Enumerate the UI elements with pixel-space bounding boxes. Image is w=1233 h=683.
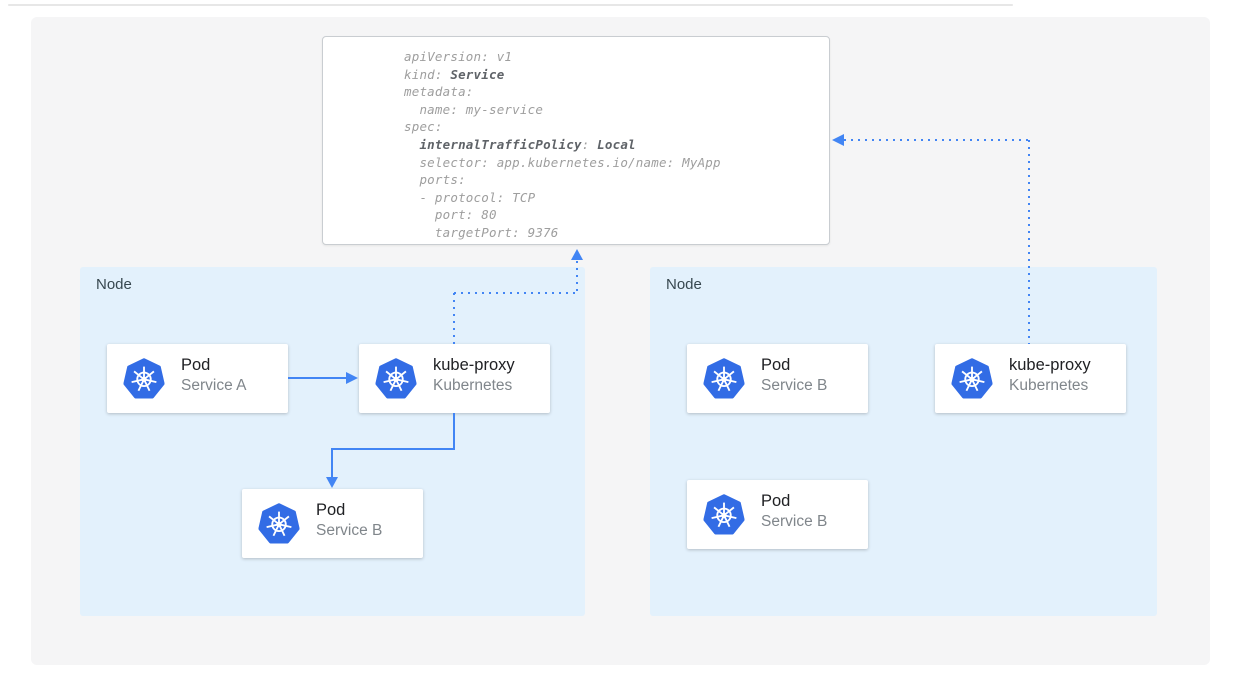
- yaml-line: - protocol: TCP: [404, 189, 819, 207]
- arrow-kubeproxy-to-pod-seg1: [453, 413, 455, 450]
- dotted-link-left-seg1: [453, 293, 455, 344]
- top-divider: [8, 4, 1013, 6]
- yaml-line: port: 80: [404, 206, 819, 224]
- yaml-text: [404, 137, 419, 152]
- yaml-text: targetPort: 9376: [404, 224, 559, 240]
- node-label: Node: [666, 276, 702, 293]
- yaml-text: spec:: [404, 119, 443, 135]
- kubernetes-icon: [258, 503, 300, 544]
- kube-proxy-card-right: kube-proxy Kubernetes: [935, 344, 1126, 413]
- node-label: Node: [96, 276, 132, 293]
- yaml-line: selector: app.kubernetes.io/name: MyApp: [404, 154, 819, 172]
- node-box-left: Node: [80, 267, 585, 616]
- card-subtitle: Kubernetes: [433, 377, 513, 394]
- card-title: Pod: [316, 501, 346, 519]
- arrowhead-right-icon: [346, 372, 358, 384]
- yaml-text-bold: Service: [450, 66, 505, 82]
- yaml-text-bold: Local: [597, 136, 636, 152]
- kubernetes-icon: [123, 358, 165, 399]
- arrowhead-left-icon: [832, 134, 844, 146]
- dotted-link-left-seg2: [454, 292, 578, 294]
- yaml-line: spec:: [404, 118, 819, 136]
- node-box-right: Node: [650, 267, 1157, 616]
- yaml-line: kind: Service: [404, 66, 819, 84]
- service-yaml-box: apiVersion: v1 kind: Service metadata: n…: [322, 36, 830, 245]
- pod-card-service-b-right-2: Pod Service B: [687, 480, 868, 549]
- card-title: kube-proxy: [433, 356, 515, 374]
- arrowhead-up-icon: [571, 249, 583, 260]
- dotted-link-right-seg1: [1028, 140, 1030, 344]
- kubernetes-icon: [951, 358, 993, 399]
- pod-card-service-b-left: Pod Service B: [242, 489, 423, 558]
- yaml-line: apiVersion: v1: [404, 48, 819, 66]
- card-title: kube-proxy: [1009, 356, 1091, 374]
- yaml-text: apiVersion: v1: [404, 49, 513, 64]
- pod-card-service-a: Pod Service A: [107, 344, 288, 413]
- arrow-kubeproxy-to-pod-seg2: [331, 448, 455, 450]
- yaml-text-bold: internalTrafficPolicy: [419, 136, 582, 152]
- card-title: Pod: [761, 492, 791, 510]
- kubernetes-icon: [703, 358, 745, 399]
- yaml-text: port: 80: [404, 207, 497, 223]
- card-subtitle: Service B: [761, 377, 828, 394]
- kube-proxy-card-left: kube-proxy Kubernetes: [359, 344, 550, 413]
- yaml-text: ports:: [404, 172, 466, 188]
- card-subtitle: Service A: [181, 377, 247, 394]
- yaml-line: internalTrafficPolicy: Local: [404, 136, 819, 154]
- dotted-link-left-seg3: [576, 261, 578, 293]
- yaml-line: ports:: [404, 171, 819, 189]
- card-title: Pod: [761, 356, 791, 374]
- yaml-text: selector: app.kubernetes.io/name: MyApp: [404, 154, 721, 170]
- yaml-line: name: my-service: [404, 101, 819, 119]
- kubernetes-icon: [703, 494, 745, 535]
- yaml-text: metadata:: [404, 84, 474, 100]
- yaml-text: name: my-service: [404, 101, 544, 117]
- kubernetes-icon: [375, 358, 417, 399]
- arrowhead-down-icon: [326, 477, 338, 488]
- card-title: Pod: [181, 356, 211, 374]
- dotted-link-right-seg2: [844, 139, 1029, 141]
- card-subtitle: Service B: [761, 513, 828, 530]
- arrow-kubeproxy-to-pod-seg3: [331, 448, 333, 478]
- arrow-pod-to-kubeproxy: [288, 377, 347, 379]
- yaml-line: metadata:: [404, 83, 819, 101]
- yaml-text: kind:: [404, 66, 451, 82]
- card-subtitle: Kubernetes: [1009, 377, 1089, 394]
- pod-card-service-b-right-1: Pod Service B: [687, 344, 868, 413]
- yaml-text: :: [581, 136, 598, 152]
- yaml-text: - protocol: TCP: [404, 189, 536, 205]
- card-subtitle: Service B: [316, 522, 383, 539]
- yaml-line: targetPort: 9376: [404, 224, 819, 242]
